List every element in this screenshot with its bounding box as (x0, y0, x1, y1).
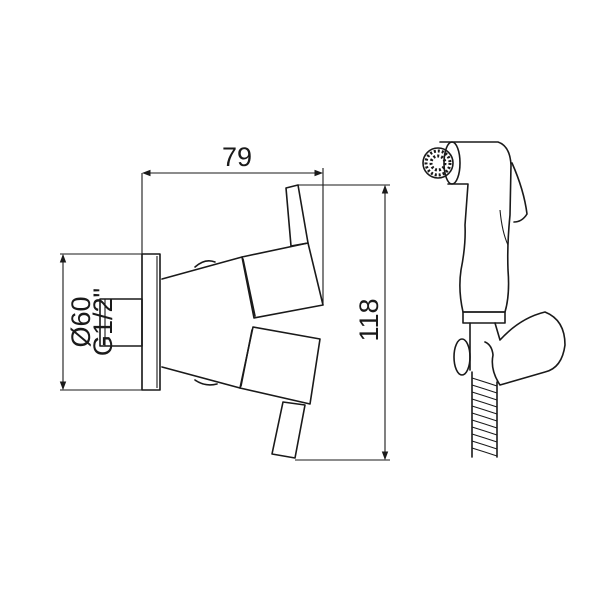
body-lower-edge (161, 366, 241, 389)
height-label: 118 (354, 298, 384, 341)
upper-valve-block (241, 242, 324, 319)
upper-handle (285, 184, 309, 247)
width-dimension: 79 (141, 142, 324, 390)
body-upper-edge (161, 256, 243, 280)
trigger (511, 162, 528, 223)
hose (471, 371, 498, 458)
hand-sprayer (422, 141, 566, 458)
lower-handle (271, 401, 306, 459)
holder-pivot (453, 338, 471, 376)
valve-side-view (99, 184, 324, 459)
diameter-dimension: Ø60 G1/2" (59, 253, 160, 391)
width-label: 79 (222, 142, 252, 172)
threaded-inlet (99, 298, 143, 347)
spray-head-nozzle-icon (422, 147, 454, 179)
height-dimension: 118 (295, 184, 390, 461)
lower-valve-block (239, 326, 321, 405)
wall-holder (469, 311, 566, 386)
diameter-label: Ø60 (66, 296, 96, 347)
sprayer-body (439, 141, 512, 313)
sprayer-collar (462, 311, 506, 324)
